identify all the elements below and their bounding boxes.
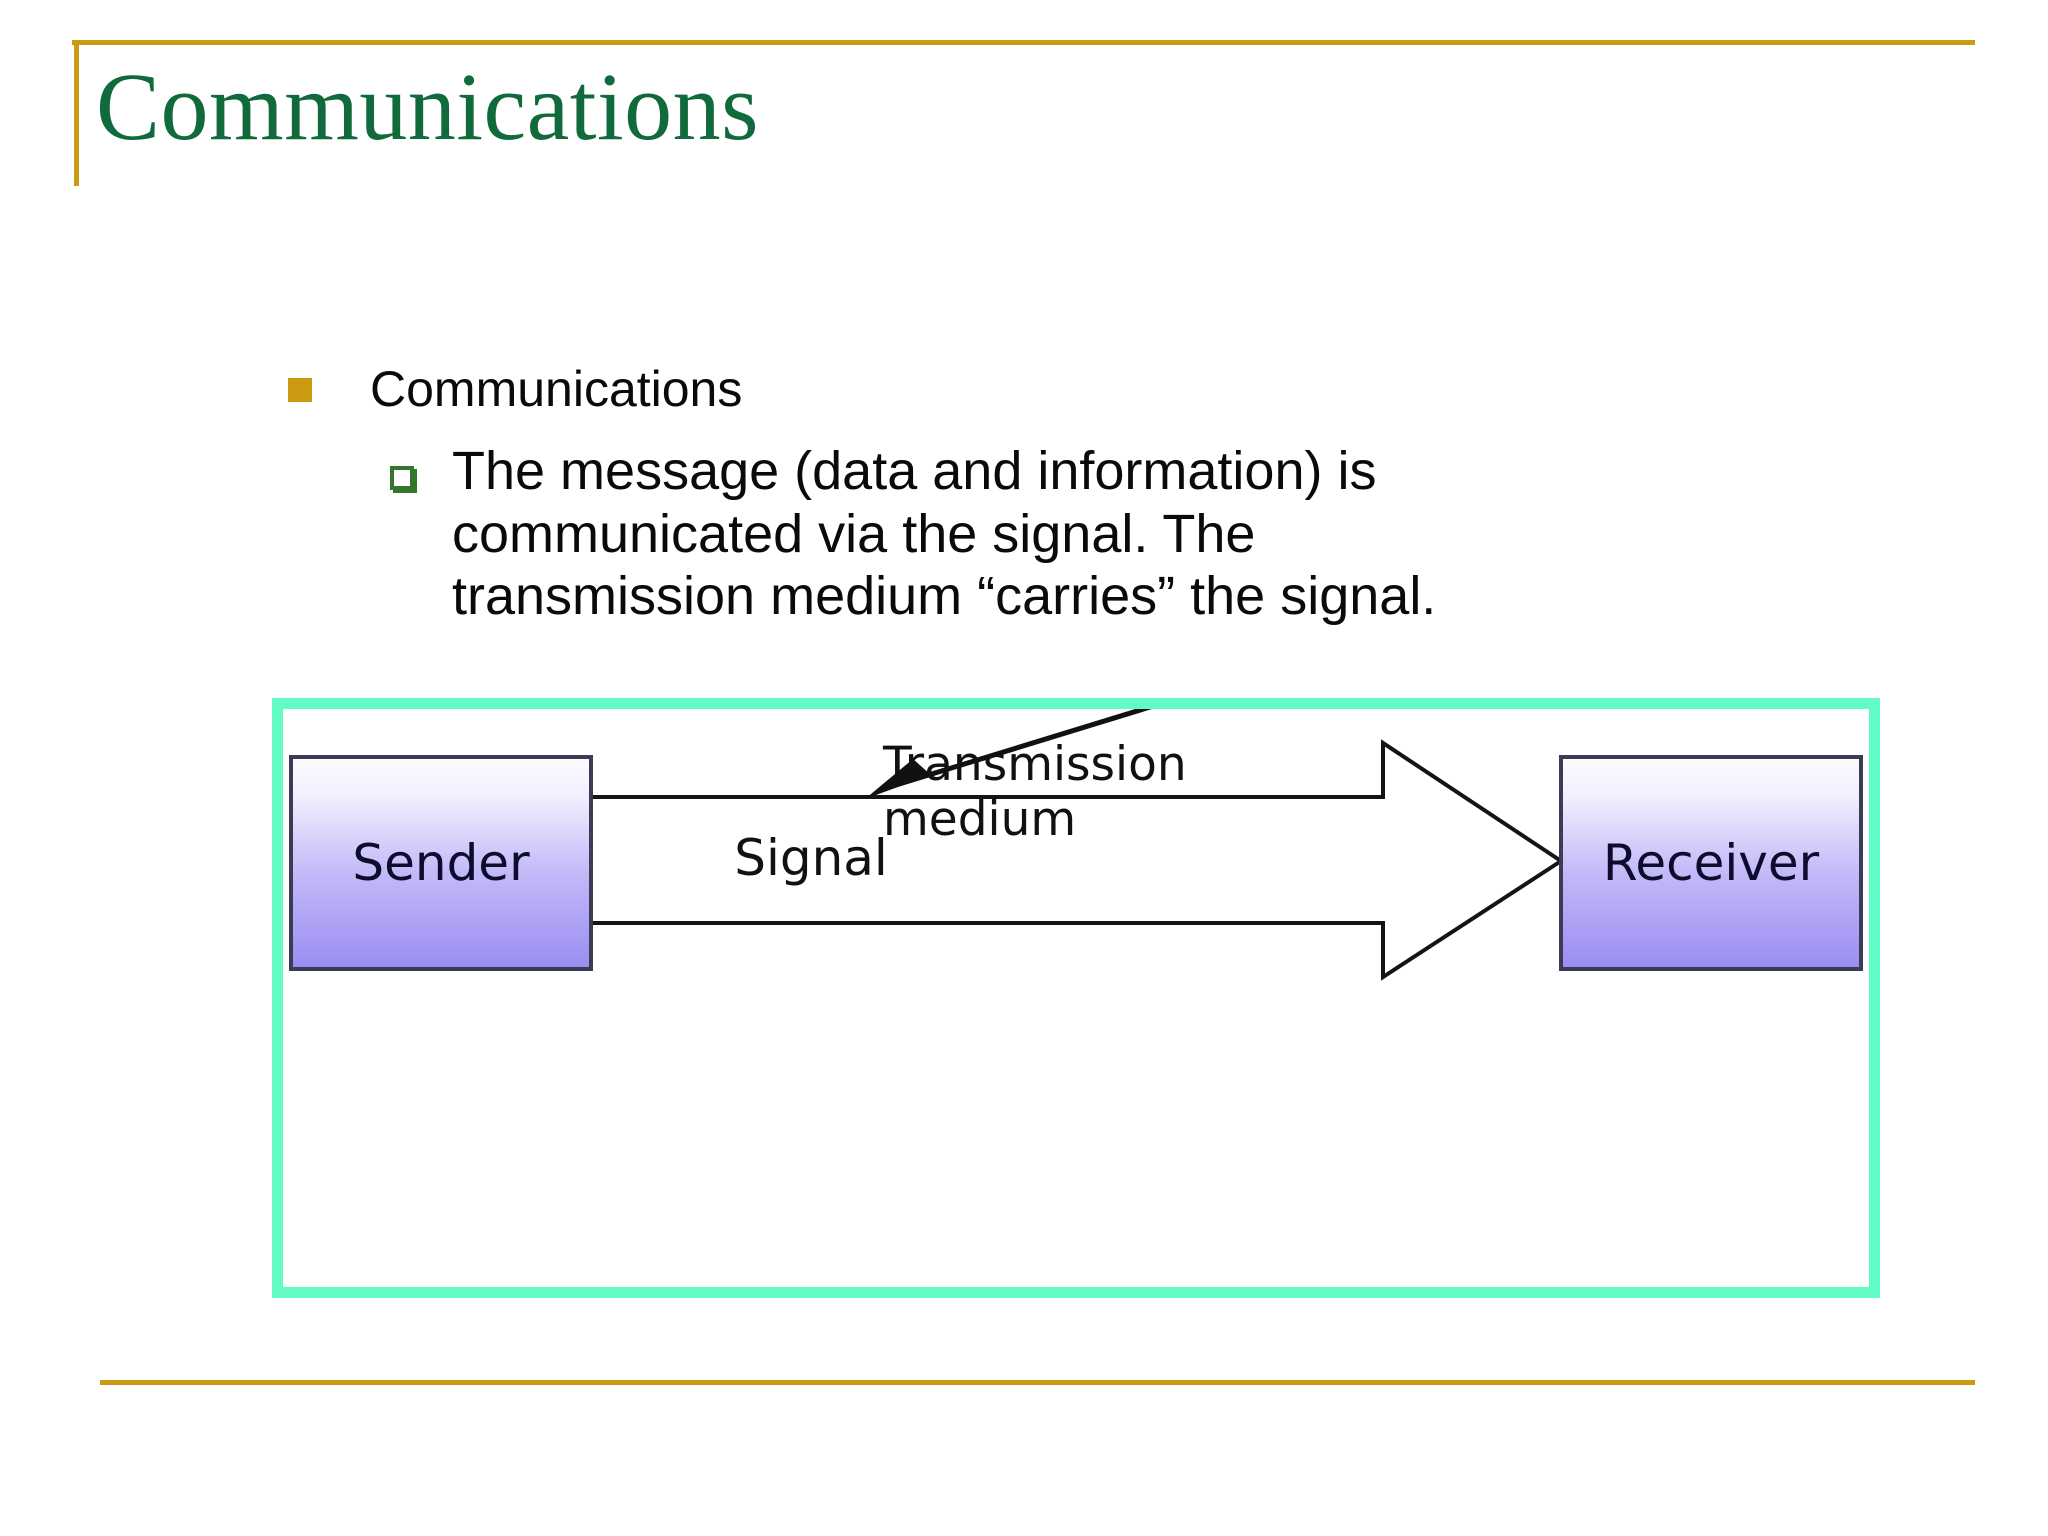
diagram-inner-canvas: Sender Receiver Signal Transmission [283,709,1869,1287]
filled-square-bullet-icon [288,378,312,402]
receiver-text-label: Receiver [1602,834,1820,892]
bullet-level1: Communications [288,360,742,419]
transmission-medium-line-2: medium [883,792,1077,848]
bullet-level2-label: The message (data and information) is co… [452,441,1437,627]
left-gold-rule [74,42,79,186]
transmission-medium-label: Transmission medium [883,737,1303,848]
bottom-gold-rule [100,1380,1975,1385]
top-gold-rule [72,40,1975,45]
diagram-graphic: Sender Receiver Signal Transmission [289,709,1863,981]
callout-arrowhead-icon [865,759,931,799]
transmission-medium-line-1: Transmission [883,737,1187,792]
bullet-level1-label: Communications [370,361,743,417]
sender-node-box [289,755,593,971]
bullet-level2: The message (data and information) is co… [390,440,1512,628]
signal-text-label: Signal [734,829,888,887]
sender-text-label: Sender [352,834,530,892]
receiver-node-box [1559,755,1863,971]
communication-diagram: Sender Receiver Signal Transmission Tran… [272,698,1880,1298]
hollow-square-bullet-icon [390,466,414,490]
signal-block-arrow [589,739,1565,981]
page-title: Communications [96,53,759,160]
